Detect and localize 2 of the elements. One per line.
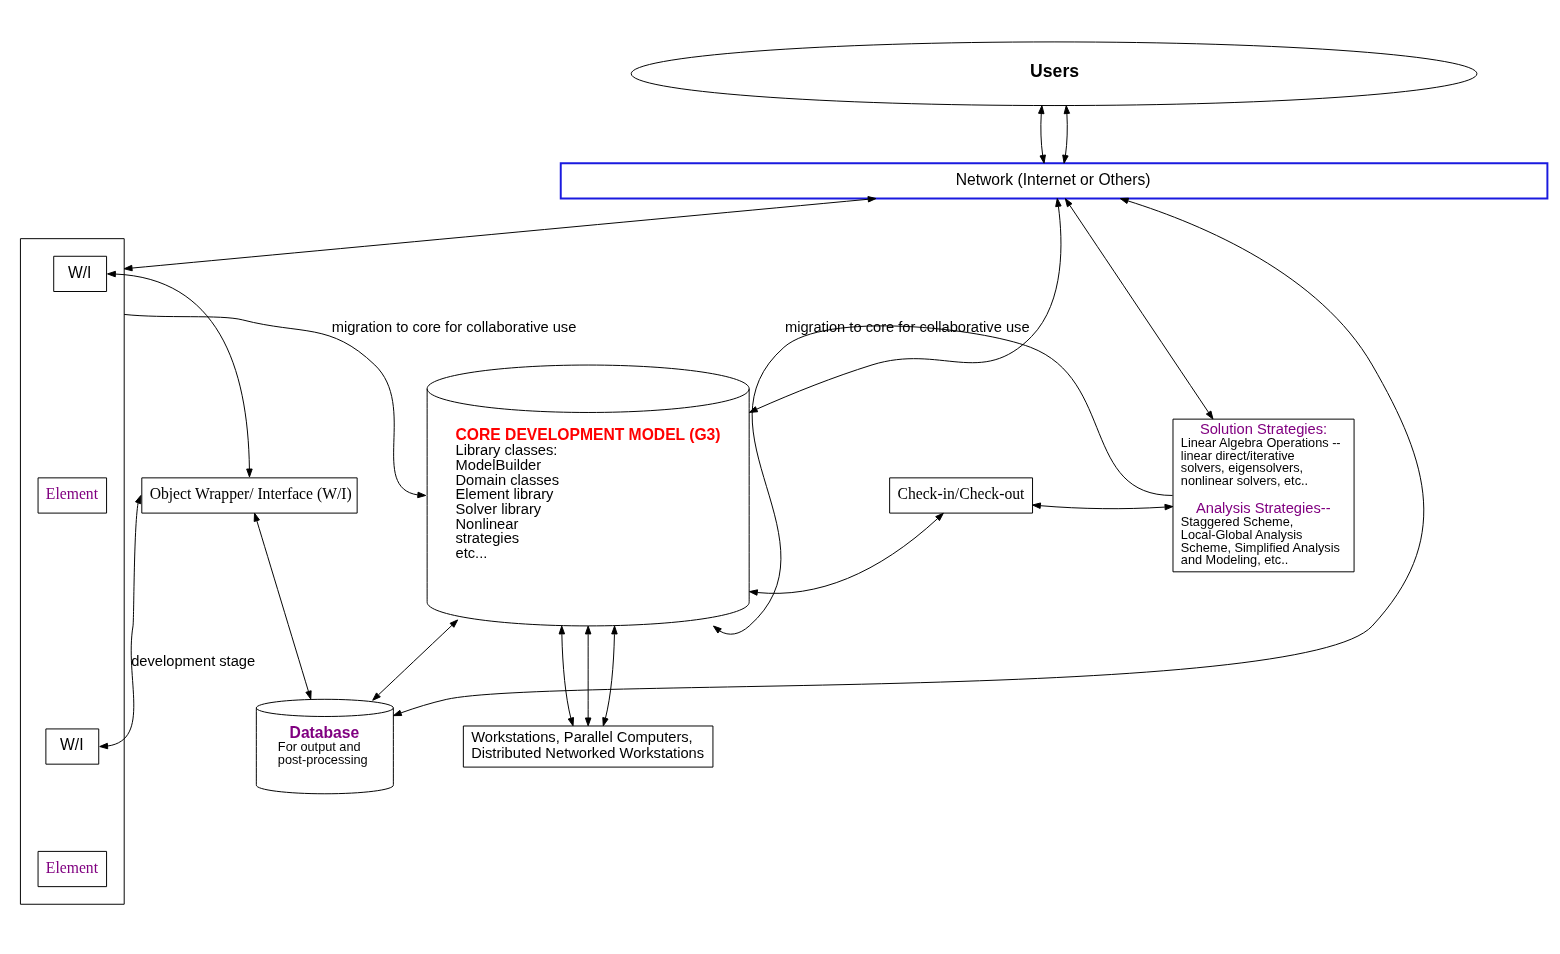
edge-label: development stage: [131, 653, 256, 670]
edge-label: migration to core for collaborative use: [331, 318, 577, 335]
